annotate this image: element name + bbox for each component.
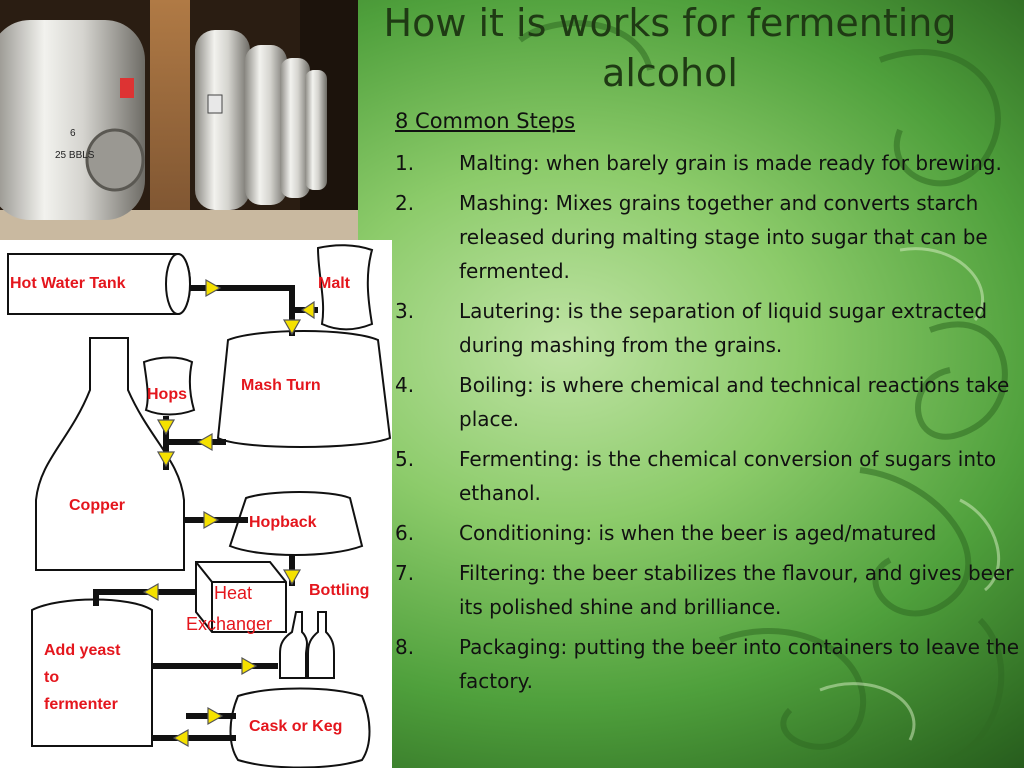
hops-sack-shape	[142, 356, 196, 416]
copper-vessel-shape	[35, 337, 185, 571]
arrow-left-1	[300, 300, 315, 320]
brewing-process-diagram: Hot Water Tank Malt Hops Mash Turn Coppe…	[0, 240, 392, 768]
arrow-right-3	[241, 656, 258, 676]
arrow-left-4	[172, 728, 189, 748]
arrow-down-1	[282, 319, 302, 336]
slide-title: How it is works for fermenting alcohol	[383, 1, 957, 95]
step-number: 1.	[395, 151, 415, 175]
list-item: 2. Mashing: Mixes grains together and co…	[395, 186, 1020, 288]
step-text: Conditioning: is when the beer is aged/m…	[459, 521, 937, 545]
arrow-right-4	[207, 706, 224, 726]
list-item: 8. Packaging: putting the beer into cont…	[395, 630, 1020, 698]
list-item: 5. Fermenting: is the chemical conversio…	[395, 442, 1020, 510]
tank-capacity-label: 25 BBLS	[55, 150, 95, 161]
cask-shape	[229, 687, 371, 768]
step-number: 3.	[395, 299, 415, 323]
exchanger-label: Exchanger	[186, 614, 273, 634]
list-item: 3. Lautering: is the separation of liqui…	[395, 294, 1020, 362]
hops-label: Hops	[147, 386, 187, 403]
tanks-illustration	[0, 0, 358, 240]
step-number: 2.	[395, 191, 415, 215]
bottle-left-shape	[279, 611, 308, 679]
step-text: Lautering: is the separation of liquid s…	[459, 299, 988, 357]
arrow-left-3	[142, 582, 159, 602]
arrow-right-1	[205, 278, 222, 298]
hopback-label: Hopback	[249, 514, 317, 531]
step-text: Boiling: is where chemical and technical…	[459, 373, 1010, 431]
list-item: 4. Boiling: is where chemical and techni…	[395, 368, 1020, 436]
hot-water-tank-label: Hot Water Tank	[10, 275, 126, 292]
arrow-right-2	[203, 510, 220, 530]
list-item: 7. Filtering: the beer stabilizes the fl…	[395, 556, 1020, 624]
step-text: Packaging: putting the beer into contain…	[459, 635, 1020, 693]
step-number: 6.	[395, 521, 415, 545]
malt-label: Malt	[318, 275, 350, 292]
add-yeast-label-line-1: Add yeast	[44, 642, 121, 659]
fermentation-tanks-photo: 6 25 BBLS	[0, 0, 358, 240]
bottle-right-shape	[307, 611, 335, 679]
bottling-label: Bottling	[309, 582, 370, 599]
tank-number-label: 6	[70, 128, 76, 139]
step-number: 5.	[395, 447, 415, 471]
add-yeast-label-line-3: fermenter	[44, 696, 118, 713]
mash-turn-label: Mash Turn	[241, 377, 321, 394]
arrow-left-2	[196, 432, 213, 452]
list-item: 6. Conditioning: is when the beer is age…	[395, 516, 1020, 550]
hopback-shape	[228, 491, 364, 556]
arrow-down-2	[156, 419, 176, 436]
fermenter-shape	[31, 598, 153, 747]
steps-list: 1. Malting: when barely grain is made re…	[395, 146, 1020, 698]
step-number: 4.	[395, 373, 415, 397]
diagram-shapes	[7, 244, 392, 768]
mash-turn-shape	[216, 330, 392, 448]
step-text: Fermenting: is the chemical conversion o…	[459, 447, 997, 505]
step-text: Malting: when barely grain is made ready…	[459, 151, 1002, 175]
step-text: Filtering: the beer stabilizes the flavo…	[459, 561, 1014, 619]
step-text: Mashing: Mixes grains together and conve…	[459, 191, 988, 283]
add-yeast-label-line-2: to	[44, 669, 60, 686]
arrow-down-4	[282, 569, 302, 586]
step-number: 7.	[395, 561, 415, 585]
heat-label: Heat	[214, 583, 253, 603]
step-number: 8.	[395, 635, 415, 659]
steps-text-area: 8 Common Steps 1. Malting: when barely g…	[395, 104, 1020, 704]
copper-label: Copper	[69, 497, 125, 514]
list-item: 1. Malting: when barely grain is made re…	[395, 146, 1020, 180]
malt-sack-shape	[316, 244, 374, 331]
steps-subheading: 8 Common Steps	[395, 109, 576, 133]
cask-or-keg-label: Cask or Keg	[249, 718, 343, 735]
heat-exchanger-shape	[195, 561, 287, 633]
arrow-down-3	[156, 451, 176, 468]
